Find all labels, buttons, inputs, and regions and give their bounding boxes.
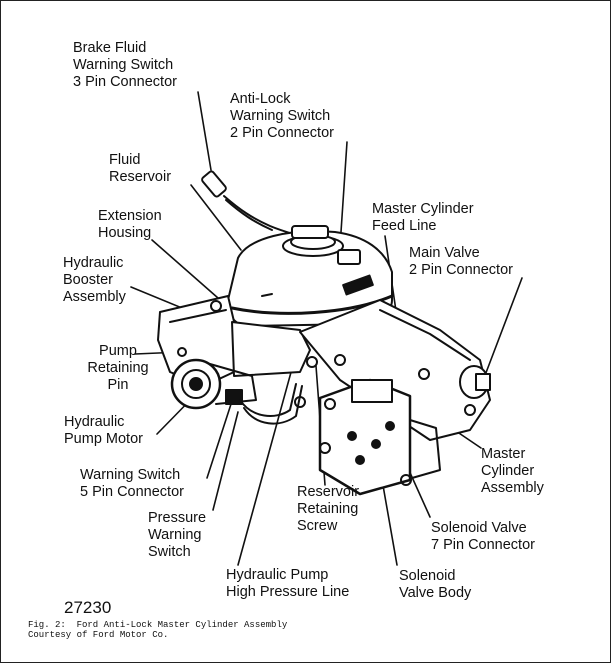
label-pump-retaining-pin: Pump Retaining Pin	[87, 343, 149, 393]
label-pressure-warning-switch: Pressure Warning Switch	[148, 510, 207, 560]
brake-fluid-connector-icon	[201, 170, 301, 237]
master-cylinder-shape	[299, 299, 491, 441]
label-brake-fluid-switch: Brake Fluid Warning Switch 3 Pin Connect…	[73, 40, 177, 90]
label-warning-switch-5pin: Warning Switch 5 Pin Connector	[80, 467, 184, 500]
label-extension-housing: Extension Housing	[98, 208, 162, 241]
label-main-valve-2pin: Main Valve 2 Pin Connector	[409, 245, 513, 278]
label-hydraulic-pump-motor: Hydraulic Pump Motor	[64, 414, 143, 447]
pressure-line-shape	[239, 383, 306, 425]
label-solenoid-valve-body: Solenoid Valve Body	[399, 568, 472, 601]
label-master-cylinder-feed: Master Cylinder Feed Line	[372, 201, 474, 234]
label-hydraulic-booster: Hydraulic Booster Assembly	[63, 255, 126, 305]
solenoid-valve-shape	[318, 378, 441, 496]
label-fluid-reservoir: Fluid Reservoir	[109, 152, 172, 185]
pump-motor-shape	[170, 358, 257, 410]
figure-number: 27230	[64, 598, 112, 617]
label-hydraulic-pump-line: Hydraulic Pump High Pressure Line	[226, 567, 350, 600]
label-solenoid-valve-7pin: Solenoid Valve 7 Pin Connector	[431, 520, 535, 553]
caption-title: Fig. 2: Ford Anti-Lock Master Cylinder A…	[28, 620, 288, 630]
caption-credit: Courtesy of Ford Motor Co.	[28, 630, 169, 640]
label-master-cylinder-assembly: Master Cylinder Assembly	[481, 446, 544, 496]
label-reservoir-retaining-screw: Reservoir Retaining Screw	[297, 484, 360, 534]
label-antilock-switch: Anti-Lock Warning Switch 2 Pin Connector	[230, 91, 334, 141]
